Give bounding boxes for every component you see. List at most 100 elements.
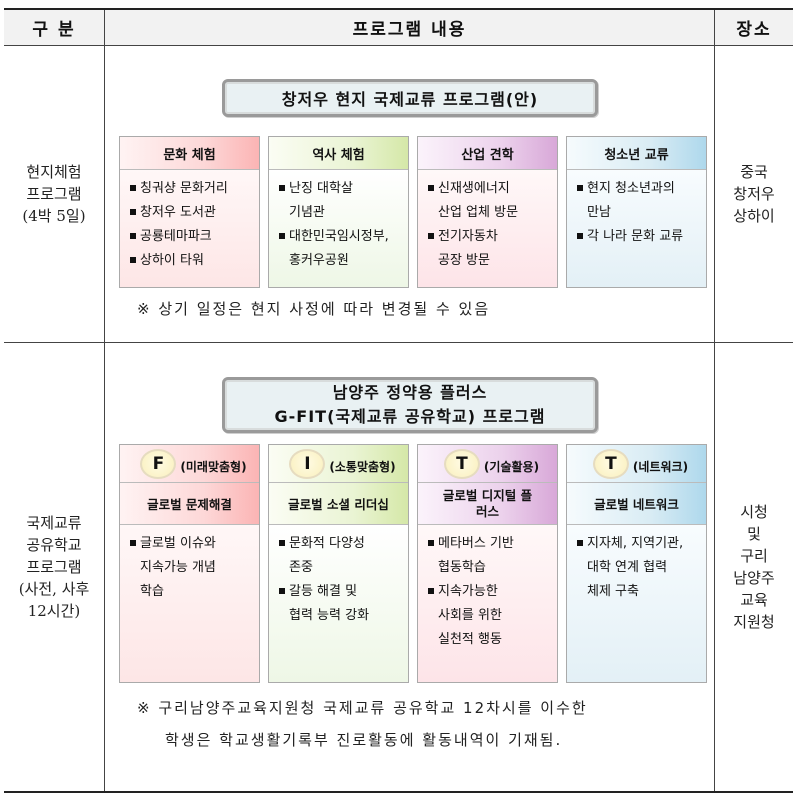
place-line: 상하이	[733, 207, 775, 225]
category-line: 국제교류	[26, 514, 82, 532]
place-line: 교육	[740, 591, 768, 609]
category-line: 공유학교	[26, 536, 82, 554]
row-category: 현지체험 프로그램 (4박 5일)	[4, 46, 105, 342]
badge-label: (네트워크)	[632, 460, 689, 474]
table-header-row: 구 분 프로그램 내용 장소	[4, 10, 793, 46]
bullet-icon	[279, 539, 285, 546]
record-note-line-2: 학생은 학교생활기록부 진로활동에 활동내역이 기재됨.	[165, 731, 563, 749]
program-table: 구 분 프로그램 내용 장소 현지체험 프로그램 (4박 5일) 창저우 현지 …	[4, 8, 793, 793]
bullet-icon	[279, 232, 285, 239]
bullet-icon	[130, 184, 136, 191]
bullet-icon	[279, 587, 285, 594]
bullet-icon	[130, 208, 136, 215]
bullet-icon	[130, 256, 136, 263]
badge-label: (기술활용)	[483, 460, 540, 474]
category-line: 12시간)	[27, 602, 81, 620]
place-line: 중국	[740, 163, 768, 181]
card-badge-row: T (기술활용)	[418, 445, 557, 483]
row-content: 창저우 현지 국제교류 프로그램(안) 문화 체험 칭궈샹 문화거리 창저우 도…	[105, 46, 715, 342]
place-line: 창저우	[733, 185, 775, 203]
card-badge-row: I (소통맞춤형)	[269, 445, 408, 483]
category-line: 프로그램	[26, 185, 82, 203]
card-badge-row: F (미래맞춤형)	[120, 445, 259, 483]
badge-f: F	[140, 448, 177, 479]
place-line: 시청	[740, 503, 768, 521]
bullet-icon	[279, 184, 285, 191]
place-line: 구리	[740, 547, 768, 565]
header-place: 장소	[736, 20, 772, 40]
list-item: 공룡테마파크	[130, 225, 253, 249]
card-heading: 문화 체험	[120, 137, 259, 170]
header-content: 프로그램 내용	[105, 10, 715, 45]
card-culture: 문화 체험 칭궈샹 문화거리 창저우 도서관 공룡테마파크 상하이 타워	[119, 136, 260, 288]
bullet-icon	[428, 539, 434, 546]
place-line: 및	[747, 525, 761, 543]
table-row: 국제교류 공유학교 프로그램 (사전, 사후 12시간) 남양주 정약용 플러스…	[4, 343, 793, 791]
table-row: 현지체험 프로그램 (4박 5일) 창저우 현지 국제교류 프로그램(안) 문화…	[4, 46, 793, 343]
record-note-line-1: ※ 구리남양주교육지원청 국제교류 공유학교 12차시를 이수한	[137, 699, 588, 717]
badge-i: I	[289, 448, 326, 479]
program-title-box: 창저우 현지 국제교류 프로그램(안)	[222, 79, 598, 117]
bullet-icon	[577, 539, 583, 546]
card-body: 칭궈샹 문화거리 창저우 도서관 공룡테마파크 상하이 타워	[120, 170, 259, 287]
bullet-icon	[130, 232, 136, 239]
program-title: 창저우 현지 국제교류 프로그램(안)	[281, 90, 539, 109]
program-title-line: 남양주 정약용 플러스	[332, 383, 488, 402]
bullet-icon	[428, 587, 434, 594]
bullet-icon	[577, 184, 583, 191]
header-category: 구 분	[4, 10, 105, 45]
card-badge-row: T (네트워크)	[567, 445, 706, 483]
category-line: 현지체험	[26, 163, 82, 181]
place-line: 지원청	[733, 613, 775, 631]
list-item: 창저우 도서관	[130, 201, 253, 225]
list-item: 상하이 타워	[130, 249, 253, 273]
header-content-label: 프로그램 내용	[352, 20, 467, 40]
list-item: 각 나라 문화 교류	[577, 225, 700, 249]
activity-cards: 문화 체험 칭궈샹 문화거리 창저우 도서관 공룡테마파크 상하이 타워 역사 …	[119, 136, 707, 288]
card-heading: 글로벌 디지털 플러스	[418, 483, 557, 525]
list-item: 대한민국임시정부,홍커우공원	[279, 225, 402, 273]
category-line: 프로그램	[26, 558, 82, 576]
row-place: 시청 및 구리 남양주 교육 지원청	[715, 343, 793, 791]
card-heading: 글로벌 문제해결	[120, 483, 259, 525]
card-heading: 청소년 교류	[567, 137, 706, 170]
program-title-box: 남양주 정약용 플러스 G-FIT(국제교류 공유학교) 프로그램	[222, 377, 598, 433]
bullet-icon	[577, 232, 583, 239]
row-content: 남양주 정약용 플러스 G-FIT(국제교류 공유학교) 프로그램 F (미래맞…	[105, 343, 715, 791]
badge-label: (소통맞춤형)	[329, 460, 396, 474]
program-title-line: G-FIT(국제교류 공유학교) 프로그램	[274, 407, 546, 426]
card-heading: 글로벌 소셜 리더십	[269, 483, 408, 525]
category-line: (4박 5일)	[22, 207, 86, 225]
badge-label: (미래맞춤형)	[180, 460, 247, 474]
schedule-note: ※ 상기 일정은 현지 사정에 따라 변경될 수 있음	[137, 300, 491, 318]
place-line: 남양주	[733, 569, 775, 587]
badge-t: T	[592, 448, 629, 479]
row-place: 중국 창저우 상하이	[715, 46, 793, 342]
list-item: 칭궈샹 문화거리	[130, 177, 253, 201]
bullet-icon	[428, 232, 434, 239]
